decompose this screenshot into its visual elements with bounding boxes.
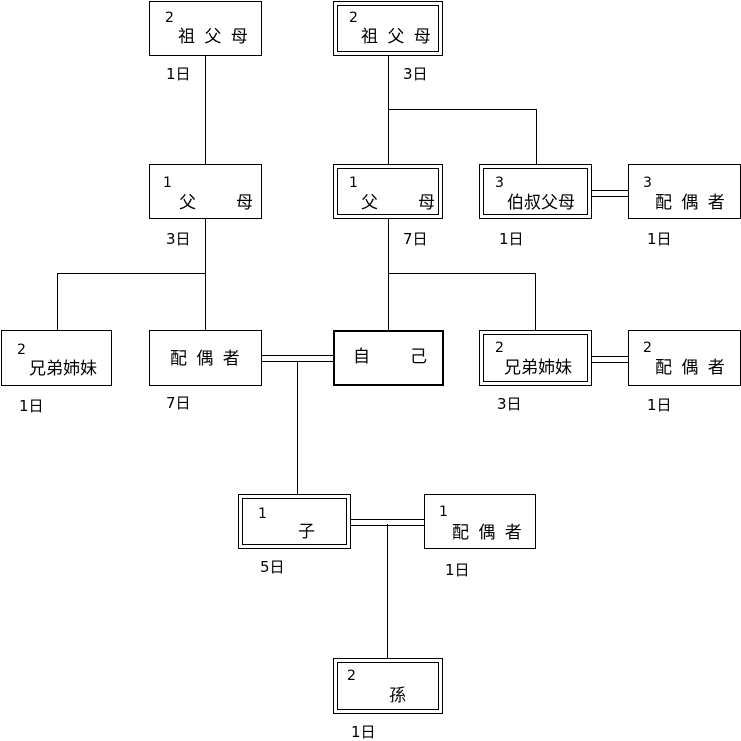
relation-label: 祖 父 母 [178,27,250,47]
node-sibling-spouse: 2 配 偶 者 [628,330,741,386]
connector-line [297,362,298,494]
node-parents-right: 1 父 母 [333,164,443,219]
days-label: 7日 [166,394,191,412]
node-spouse: 配 偶 者 [149,330,262,386]
degree-label: 2 [349,10,358,26]
relation-label: 伯叔父母 [507,193,575,213]
connector-line [387,524,388,658]
connector-line [57,273,206,274]
relation-label: 配 偶 者 [452,523,524,543]
relation-label: 子 [298,522,317,542]
degree-label: 2 [495,340,504,356]
degree-label: 1 [163,175,172,191]
relation-label: 配 偶 者 [170,349,242,369]
days-label: 5日 [260,558,285,576]
days-label: 1日 [445,561,470,579]
relation-label: 配 偶 者 [655,358,727,378]
node-grandchild: 2 孫 [333,658,443,714]
days-label: 3日 [497,395,522,413]
connector-line [388,219,389,330]
degree-label: 2 [643,340,652,356]
marriage-line [592,362,629,363]
node-child-spouse: 1 配 偶 者 [424,494,536,549]
relation-label: 父 母 [361,193,437,213]
connector-line [388,273,536,274]
degree-label: 1 [258,506,267,522]
relation-label: 自 己 [353,347,429,367]
days-label: 1日 [351,723,376,741]
connector-line [205,219,206,330]
days-label: 1日 [647,396,672,414]
connector-line [388,109,537,110]
marriage-line [592,190,629,191]
days-label: 1日 [19,397,44,415]
connector-line [535,273,536,330]
relation-label: 配 偶 者 [655,193,727,213]
node-uncle-aunt: 3 伯叔父母 [479,164,592,219]
degree-label: 2 [17,342,26,358]
marriage-line [351,525,426,526]
degree-label: 1 [439,504,448,520]
node-self: 自 己 [333,330,444,386]
days-label: 3日 [166,230,191,248]
degree-label: 2 [347,668,356,684]
marriage-line [592,196,629,197]
relation-label: 祖 父 母 [361,27,433,47]
connector-line [57,273,58,330]
relation-label: 父 母 [179,193,255,213]
degree-label: 2 [165,10,174,26]
degree-label: 1 [349,175,358,191]
connector-line [536,109,537,164]
days-label: 1日 [166,65,191,83]
days-label: 7日 [403,230,428,248]
node-siblings-left: 2 兄弟姉妹 [1,330,112,386]
days-label: 3日 [403,65,428,83]
days-label: 1日 [499,230,524,248]
relation-label: 兄弟姉妹 [504,358,572,378]
marriage-line [592,356,629,357]
node-uncle-aunt-spouse: 3 配 偶 者 [628,164,741,219]
node-siblings-right: 2 兄弟姉妹 [479,330,592,386]
marriage-line [261,355,333,356]
degree-label: 3 [643,175,652,191]
marriage-line [261,361,333,362]
days-label: 1日 [647,230,672,248]
relation-label: 兄弟姉妹 [29,359,97,379]
degree-label: 3 [495,175,504,191]
connector-line [388,56,389,164]
connector-line [205,56,206,164]
node-parents-left: 1 父 母 [149,164,262,219]
node-grandparents-left: 2 祖 父 母 [149,1,262,56]
node-child: 1 子 [238,494,351,549]
node-grandparents-right: 2 祖 父 母 [333,1,443,56]
marriage-line [351,519,426,520]
relation-label: 孫 [389,686,408,706]
